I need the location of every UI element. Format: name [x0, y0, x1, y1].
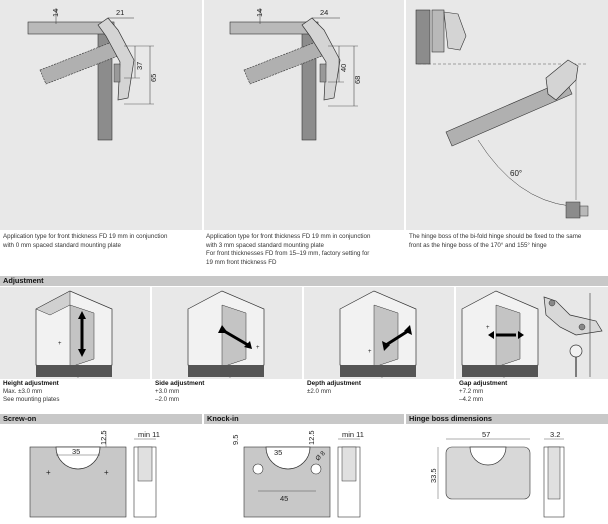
screw-on-drawing: 35 + + 12.5 min 11 [0, 425, 202, 519]
dim-width-0mm: 21 [116, 8, 124, 17]
boss-width: 57 [482, 430, 490, 439]
screw-dia: 35 [72, 447, 80, 456]
adj-height-title: Height adjustment [3, 380, 59, 387]
knock-offset: 12.5 [307, 430, 316, 445]
knock-dia: 35 [274, 448, 282, 457]
boss-height: 33.5 [429, 468, 438, 483]
dim-inner-0mm: 37 [135, 62, 144, 70]
screw-min: min 11 [138, 430, 160, 439]
gap-cabinet-drawing: + [461, 290, 603, 378]
hinge-drawing-0mm: 14 21 37 65 [27, 8, 158, 141]
caption-front-0mm: Application type for front thickness FD … [3, 233, 168, 249]
angle-label: 60° [510, 169, 522, 178]
hinge-drawing-3mm: 14 24 40 68 [229, 8, 362, 141]
dim-top-0mm: 14 [51, 9, 60, 17]
adj-side-image: + [152, 287, 302, 379]
svg-text:+: + [46, 468, 51, 477]
panel-front-0mm: 14 21 37 65 [0, 0, 202, 230]
adj-gap-title: Gap adjustment [459, 380, 508, 387]
dim-outer-3mm: 68 [353, 76, 362, 84]
knock-in-heading: Knock-in [204, 414, 404, 424]
adj-depth-image: + [304, 287, 454, 379]
adj-height-image: + [0, 287, 150, 379]
panel-front-3mm: 14 24 40 68 [204, 0, 404, 230]
adj-depth-values: ±2.0 mm [307, 388, 332, 395]
caption-front-3mm: Application type for front thickness FD … [206, 233, 371, 266]
svg-text:+: + [58, 341, 62, 347]
dim-outer-0mm: 65 [149, 74, 158, 82]
knock-in-drawing: 35 45 9.5 12.5 Ø 8 min 11 [204, 425, 404, 519]
adj-side-title: Side adjustment [155, 380, 205, 387]
caption-bifold: The hinge boss of the bi-fold hinge shou… [409, 233, 582, 249]
height-cabinet-drawing: + [35, 290, 113, 378]
side-cabinet-drawing: + [187, 290, 265, 378]
knock-pitch: 45 [280, 494, 288, 503]
svg-text:+: + [368, 349, 372, 355]
bifold-drawing: 60° [415, 9, 589, 219]
svg-text:+: + [104, 468, 109, 477]
adjustment-heading: Adjustment [0, 276, 608, 286]
depth-cabinet-drawing: + [339, 290, 417, 378]
dim-top-3mm: 14 [255, 9, 264, 17]
boss-depth: 3.2 [550, 430, 560, 439]
knock-left: 9.5 [231, 435, 240, 445]
adj-side-values: +3.0 mm –2.0 mm [155, 388, 180, 404]
hinge-boss-heading: Hinge boss dimensions [406, 414, 608, 424]
adj-gap-values: +7.2 mm –4.2 mm [459, 388, 484, 404]
screw-offset: 12.5 [99, 430, 108, 445]
panel-bifold: 60° [406, 0, 608, 230]
svg-text:+: + [486, 325, 490, 331]
screw-on-heading: Screw-on [0, 414, 202, 424]
adj-depth-title: Depth adjustment [307, 380, 361, 387]
dim-width-3mm: 24 [320, 8, 328, 17]
dim-inner-3mm: 40 [339, 64, 348, 72]
knock-min: min 11 [342, 430, 364, 439]
svg-text:+: + [256, 345, 260, 351]
hinge-boss-drawing: 57 33.5 3.2 [406, 425, 608, 519]
adj-height-values: Max. ±3.0 mm See mounting plates [3, 388, 60, 404]
adj-gap-image: + [456, 287, 608, 379]
